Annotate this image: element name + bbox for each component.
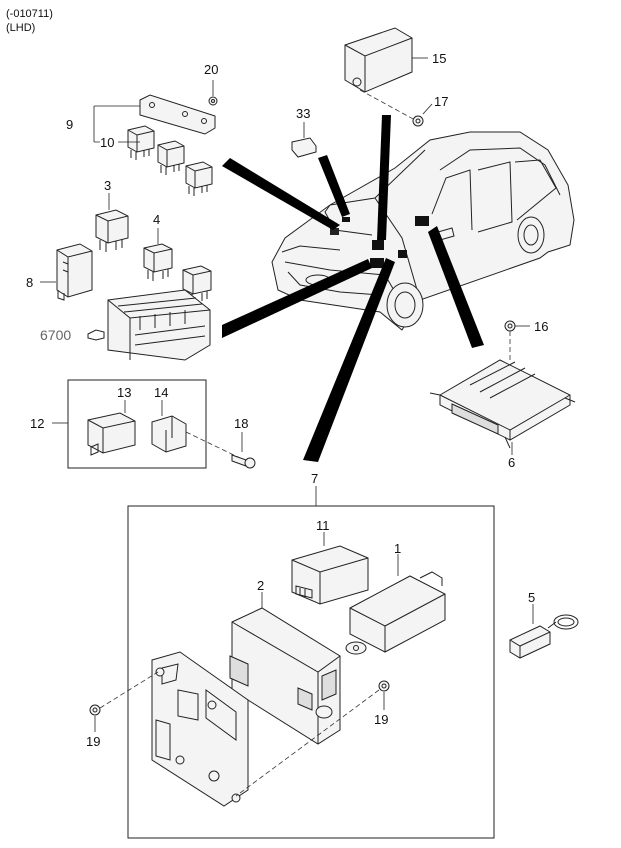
part-4-relays — [143, 228, 212, 303]
group-7-box — [127, 486, 495, 839]
callout-7: 7 — [311, 471, 318, 486]
part-9-relay-bracket — [93, 94, 216, 143]
callout-33: 33 — [296, 106, 310, 121]
callout-4: 4 — [153, 212, 160, 227]
callout-8: 8 — [26, 275, 33, 290]
mounting-bracket — [151, 651, 249, 807]
part-8-flasher — [40, 243, 93, 301]
callout-6: 6 — [508, 455, 515, 470]
part-3-relay — [95, 193, 129, 252]
part-2-bcm — [229, 592, 341, 745]
part-33-sensor — [291, 122, 317, 158]
part-1-module — [345, 554, 446, 655]
callout-20: 20 — [204, 62, 218, 77]
part-17-nut — [359, 89, 433, 127]
callout-14: 14 — [154, 385, 168, 400]
part-16-nut — [504, 320, 530, 360]
junction-box — [87, 289, 211, 361]
callout-9: 9 — [66, 117, 73, 132]
part-5-key-fob — [509, 604, 579, 659]
part-19-nut-left — [89, 671, 159, 732]
callout-15: 15 — [432, 51, 446, 66]
range-label: (-010711) — [6, 8, 53, 20]
part-14-bracket — [151, 400, 187, 453]
callout-2: 2 — [257, 578, 264, 593]
callout-17: 17 — [434, 94, 448, 109]
vehicle-illustration — [271, 131, 575, 331]
part-10-relays — [118, 125, 213, 196]
part-15-module — [344, 27, 428, 93]
callout-16: 16 — [534, 319, 548, 334]
callout-3: 3 — [104, 178, 111, 193]
part-11-module — [291, 532, 369, 605]
callout-18: 18 — [234, 416, 248, 431]
part-19-nut-right — [235, 680, 390, 797]
callout-11: 11 — [316, 518, 330, 533]
part-18-bolt — [185, 431, 256, 469]
callout-labels: 1 2 3 4 5 6 7 8 9 10 11 12 13 14 15 16 1… — [26, 51, 548, 749]
variant-label: (LHD) — [6, 22, 36, 34]
part-13-relay — [87, 400, 136, 456]
group-12-box — [52, 379, 207, 469]
callout-1: 1 — [394, 541, 401, 556]
callout-10: 10 — [100, 135, 114, 150]
location-bands — [222, 115, 484, 462]
callout-5: 5 — [528, 590, 535, 605]
callout-19-right: 19 — [374, 712, 388, 727]
callout-12: 12 — [30, 416, 44, 431]
callout-6700: 6700 — [40, 327, 71, 343]
callout-19-left: 19 — [86, 734, 100, 749]
part-6-module — [429, 359, 576, 455]
callout-13: 13 — [117, 385, 131, 400]
part-20-nut — [208, 80, 218, 106]
